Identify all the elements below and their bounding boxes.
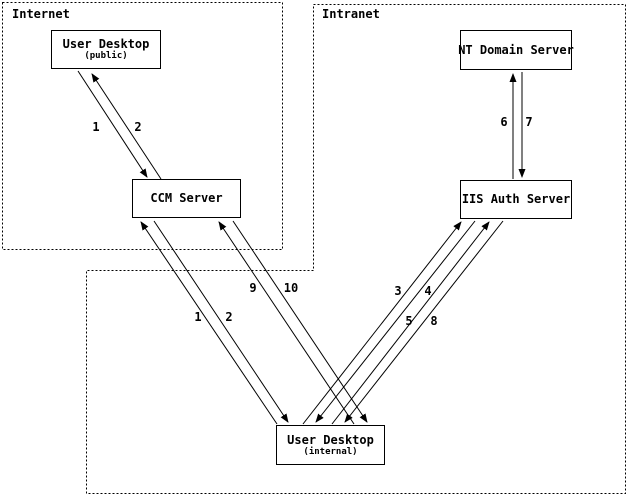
- intranet-zone-border: [86, 4, 626, 494]
- edge-label-2-internal: 2: [225, 310, 233, 324]
- node-title: CCM Server: [150, 191, 223, 205]
- node-subtitle: (public): [84, 51, 128, 61]
- edge-8-iis-to-internal: [344, 220, 504, 423]
- node-title: User Desktop: [62, 37, 150, 51]
- edge-label-9: 9: [249, 281, 257, 295]
- edge-label-2-public: 2: [134, 120, 142, 134]
- node-title: User Desktop: [287, 432, 374, 447]
- edge-label-7: 7: [525, 115, 533, 129]
- edge-1-internal-to-ccm: [140, 221, 278, 425]
- node-title: NT Domain Server: [458, 42, 574, 57]
- edge-label-1-public: 1: [92, 120, 100, 134]
- edge-label-10: 10: [283, 281, 299, 295]
- edge-label-5: 5: [405, 314, 413, 328]
- edge-label-3: 3: [394, 284, 402, 298]
- node-user-desktop-public: User Desktop (public): [51, 30, 161, 69]
- edge-4-iis-to-internal: [315, 220, 476, 423]
- edge-2-ccm-to-public: [91, 73, 162, 180]
- edge-label-6: 6: [500, 115, 508, 129]
- edge-9-internal-to-ccm: [218, 221, 355, 425]
- edge-10-ccm-to-internal: [232, 220, 368, 423]
- edge-3-internal-to-iis: [302, 221, 462, 425]
- edge-label-8: 8: [430, 314, 438, 328]
- node-ccm-server: CCM Server: [132, 179, 241, 218]
- intranet-zone-label: Intranet: [322, 7, 380, 21]
- node-nt-domain-server: NT Domain Server: [458, 30, 574, 70]
- edge-label-4: 4: [424, 284, 432, 298]
- edge-5-internal-to-iis: [331, 221, 490, 425]
- node-title: IIS Auth Server: [461, 192, 571, 206]
- edge-2-ccm-to-internal: [153, 220, 289, 423]
- internet-zone-border: [2, 2, 283, 250]
- node-iis-auth-server: IIS Auth Server: [460, 180, 572, 219]
- edge-1-public-to-ccm: [77, 70, 148, 178]
- node-user-desktop-internal: User Desktop (internal): [276, 425, 385, 465]
- edge-label-1-internal: 1: [194, 310, 202, 324]
- internet-zone-label: Internet: [12, 7, 70, 21]
- node-subtitle: (internal): [303, 446, 358, 457]
